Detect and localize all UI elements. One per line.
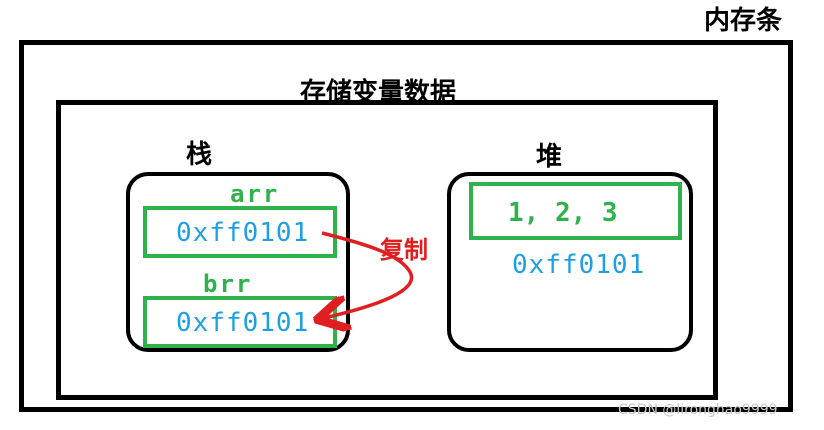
- arr-variable-name: arr: [230, 180, 280, 208]
- storage-frame: [56, 100, 718, 400]
- brr-address-value: 0xff0101: [176, 308, 310, 338]
- heap-address: 0xff0101: [512, 250, 646, 280]
- arr-variable-box: [143, 206, 337, 258]
- heap-array-values: 1, 2, 3: [508, 198, 618, 228]
- heap-array-box: [469, 182, 682, 240]
- memory-frame: [19, 40, 793, 412]
- brr-variable-name: brr: [203, 270, 253, 298]
- copy-arrow-path: [322, 231, 414, 318]
- stack-region: [126, 172, 350, 352]
- copy-label: 复制: [380, 235, 428, 264]
- heap-title: 堆: [536, 142, 563, 172]
- arr-address-value: 0xff0101: [176, 218, 310, 248]
- heap-region: [447, 172, 693, 352]
- memory-title: 内存条: [704, 6, 783, 36]
- watermark: CSDN @lironghao9999: [618, 402, 778, 418]
- stack-title: 栈: [186, 140, 213, 170]
